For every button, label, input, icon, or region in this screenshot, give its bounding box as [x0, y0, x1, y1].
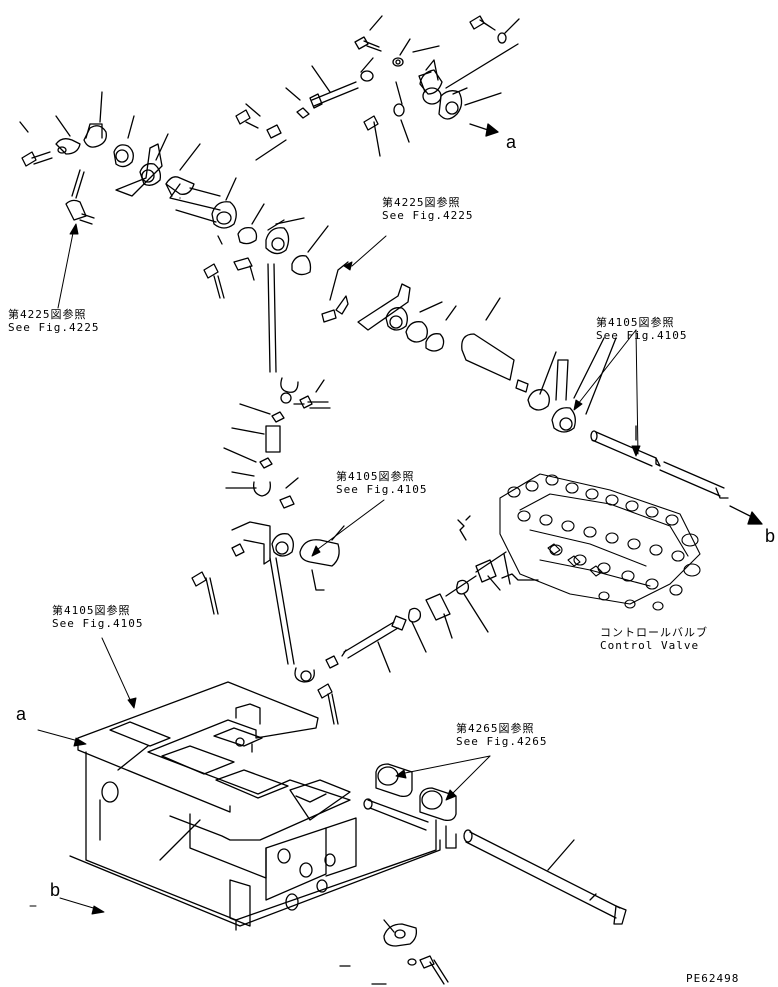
- ref-label-4105-right: 第4105図参照 See Fig.4105: [596, 316, 687, 342]
- ref-label-4265: 第4265図参照 See Fig.4265: [456, 722, 547, 748]
- left-bracket-cluster: [19, 91, 169, 225]
- ref-label-4225-top: 第4225図参照 See Fig.4225: [382, 196, 473, 222]
- control-valve-label: コントロールバルブ Control Valve: [600, 626, 708, 652]
- connector-b-left: b: [50, 880, 61, 900]
- bolt-top-right: [469, 15, 520, 44]
- ref-jp: 第4105図参照: [336, 470, 415, 483]
- ref-en: See Fig.4225: [8, 321, 100, 334]
- drawing-code: PE62498: [686, 972, 740, 985]
- main-frame: [69, 681, 441, 931]
- adjuster-rod-chain: [191, 377, 345, 665]
- flange-bearing-bottom: [339, 919, 449, 985]
- ref-en: See Fig.4105: [596, 329, 688, 342]
- sleeves-mid: [165, 143, 329, 299]
- shaft-right: [590, 425, 763, 525]
- rod-nuts-upper: [235, 65, 410, 157]
- control-valve-jp: コントロールバルブ: [600, 626, 708, 639]
- ref-en: See Fig.4105: [336, 483, 428, 496]
- top-linkage-chain: [19, 15, 520, 373]
- ref-label-4105-left: 第4105図参照 See Fig.4105: [52, 604, 143, 630]
- bolt-upper: [354, 15, 440, 93]
- ref-jp: 第4265図参照: [456, 722, 535, 735]
- connector-a-left: a: [16, 704, 27, 724]
- center-linkage: [321, 261, 763, 525]
- ref-jp: 第4225図参照: [382, 196, 461, 209]
- leader-lines: [29, 223, 641, 915]
- ref-en: See Fig.4225: [382, 209, 474, 222]
- ref-jp: 第4105図参照: [52, 604, 131, 617]
- control-valve-en: Control Valve: [600, 639, 700, 652]
- ref-label-4105-mid: 第4105図参照 See Fig.4105: [336, 470, 427, 496]
- lower-right-shafts: [363, 763, 627, 925]
- connector-b-right: b: [765, 526, 776, 546]
- ref-jp: 第4225図参照: [8, 308, 87, 321]
- flange-bearing-top: [419, 43, 519, 137]
- lower-rod-to-valve: [294, 515, 539, 725]
- ref-jp: 第4105図参照: [596, 316, 675, 329]
- control-valve: [499, 473, 701, 611]
- ref-en: See Fig.4265: [456, 735, 548, 748]
- connecting-rod-vertical: [267, 263, 277, 373]
- ref-en: See Fig.4105: [52, 617, 144, 630]
- connector-a-top: a: [506, 132, 517, 152]
- ref-label-4225-left: 第4225図参照 See Fig.4225: [8, 308, 99, 334]
